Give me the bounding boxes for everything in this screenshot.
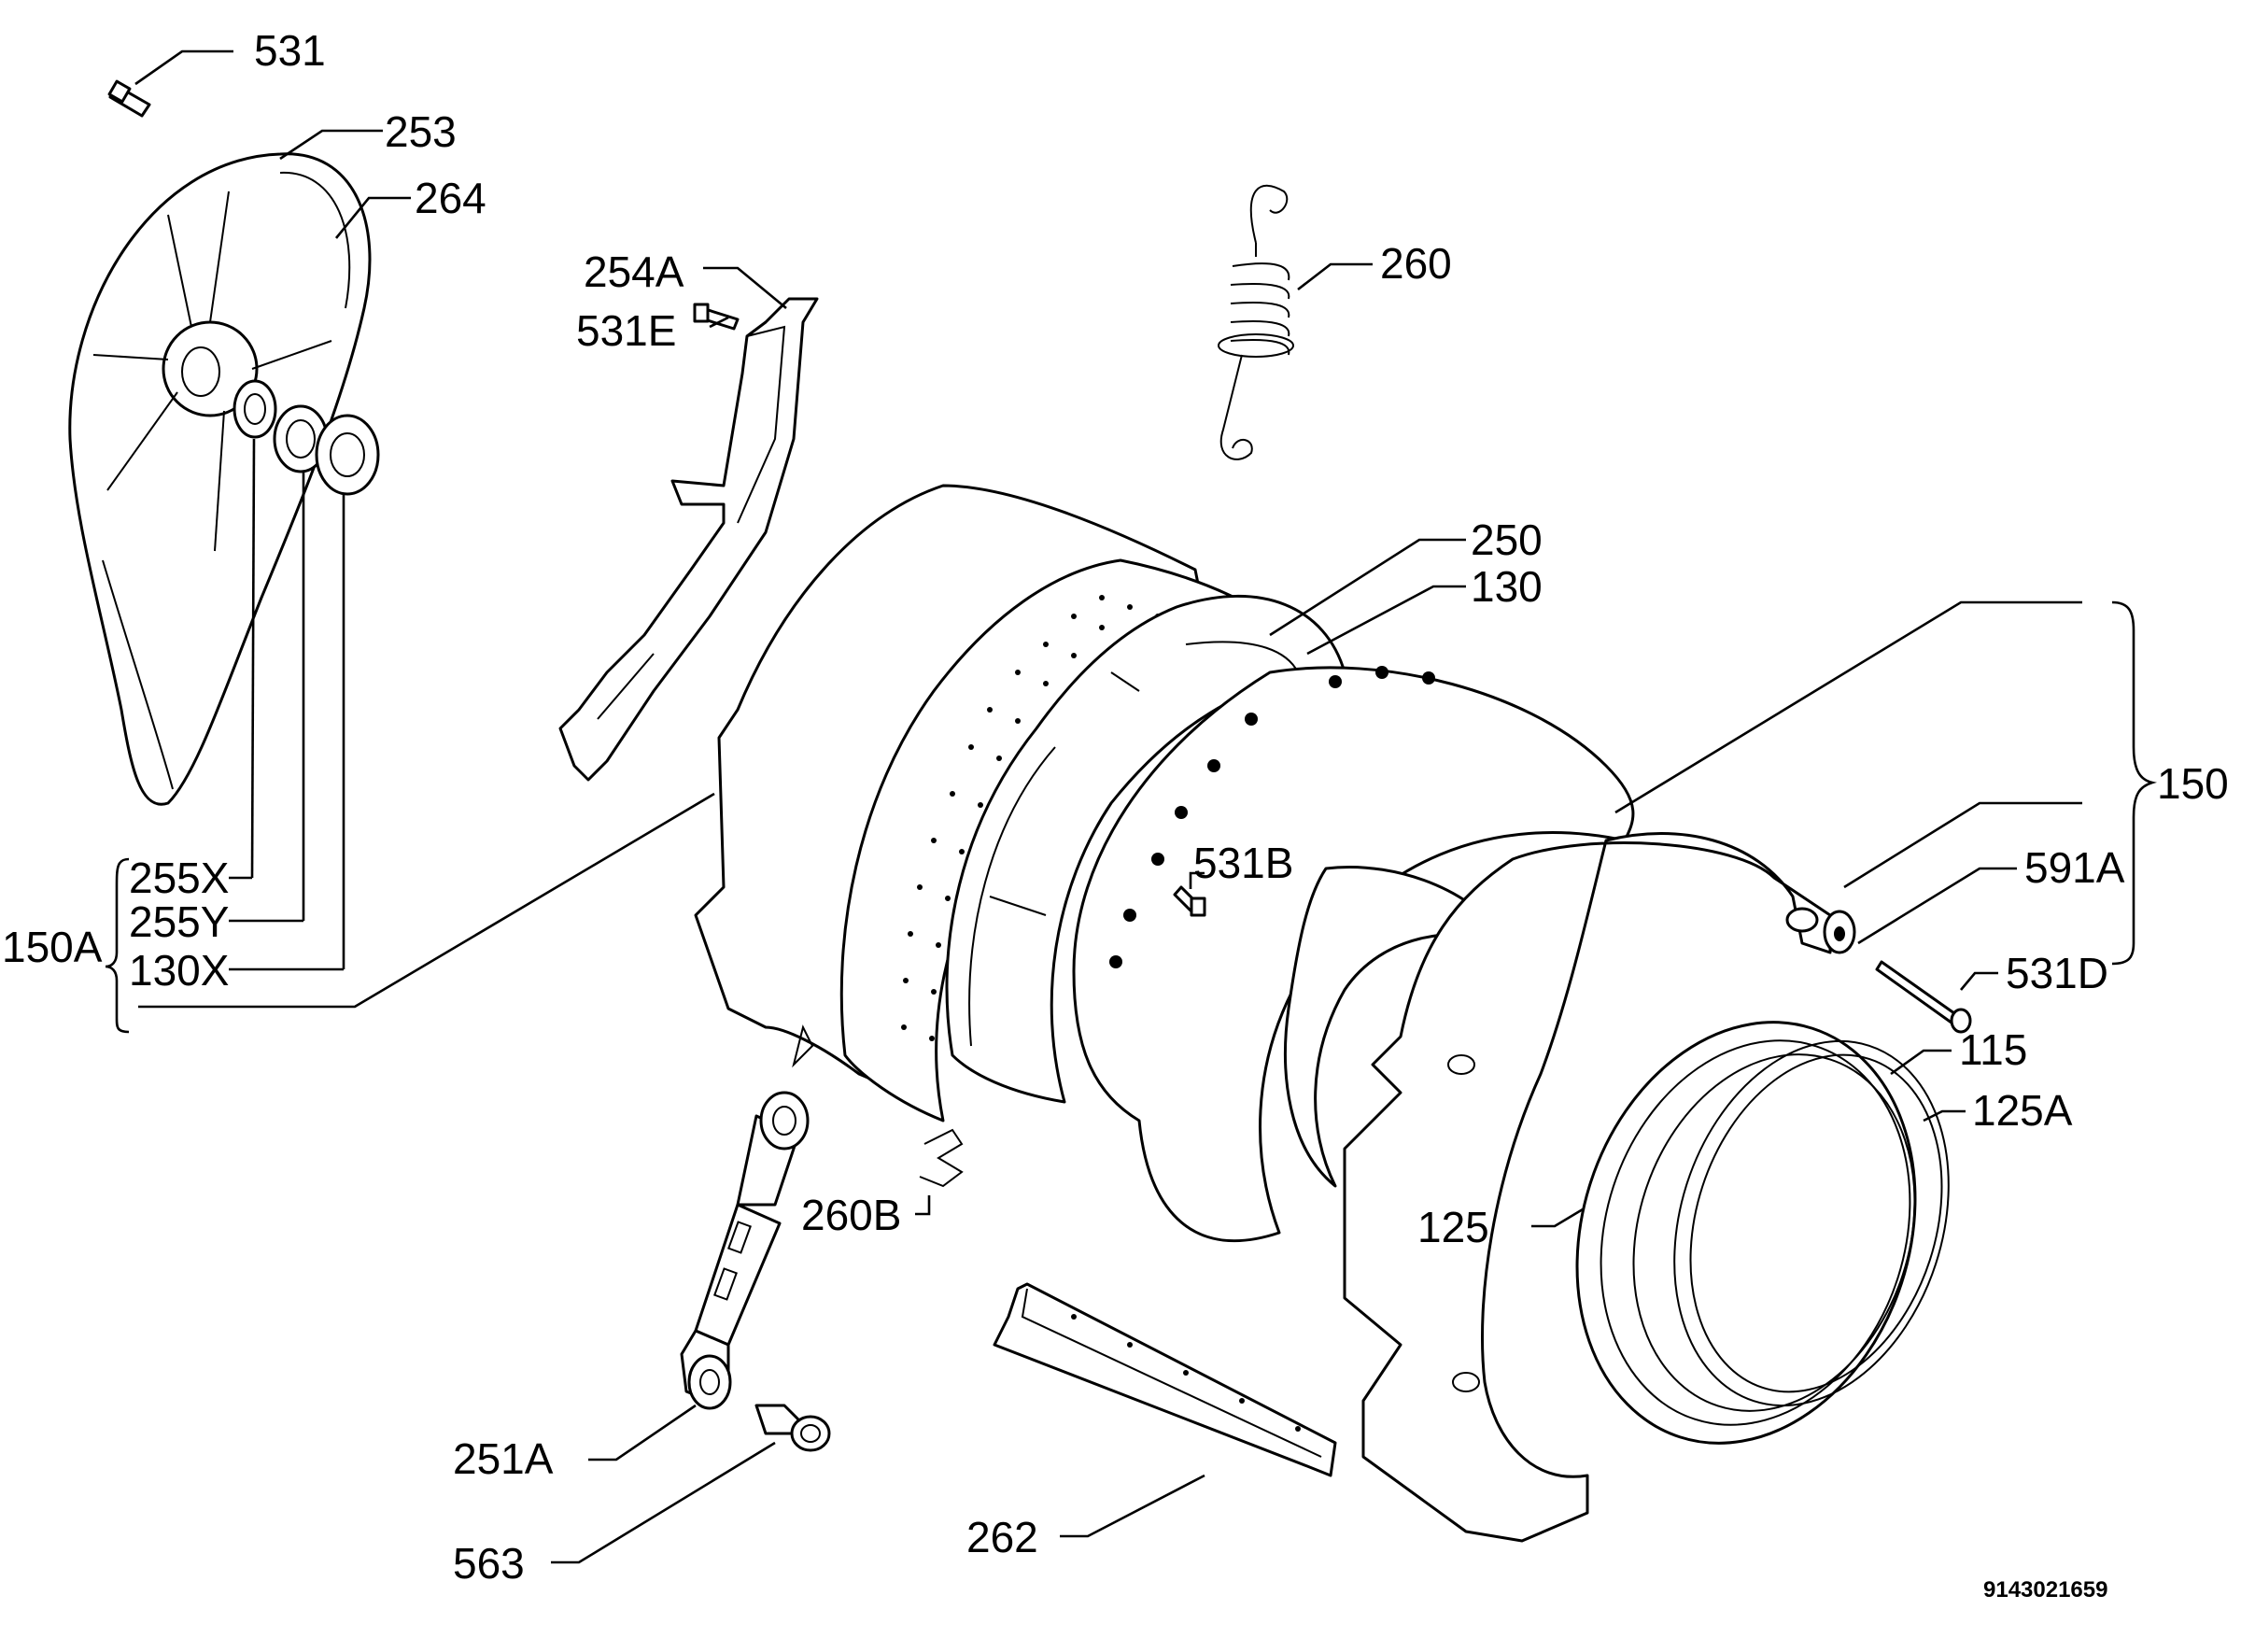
front-cradle-part [1343,832,1832,1543]
label-125: 125 [1417,1203,1489,1251]
label-260: 260 [1380,239,1452,288]
bolt-part-531D [1875,960,1972,1034]
label-253: 253 [385,107,457,156]
screw-part-531B [1173,885,1206,917]
label-150A: 150A [2,923,103,971]
label-591A: 591A [2024,843,2125,892]
shock-absorber-part-251A [680,1091,810,1410]
screw-part-531 [107,79,151,118]
label-255Y: 255Y [129,897,229,946]
drawing-code: 9143021659 [1983,1577,2107,1603]
label-115: 115 [1959,1025,2027,1074]
label-531B: 531B [1193,839,1293,887]
label-150: 150 [2157,759,2229,808]
label-262: 262 [966,1513,1038,1561]
label-531: 531 [254,26,326,75]
leader-lines [105,49,2157,1564]
washer-part-591A [1823,910,1856,954]
label-531E: 531E [576,306,676,355]
bearing-parts [233,379,380,496]
spring-part-260 [1218,184,1294,460]
label-125A: 125A [1972,1086,2073,1135]
label-130: 130 [1471,562,1543,611]
label-250: 250 [1471,515,1543,564]
part-labels: 531 253 264 254A 531E 260 250 130 150 53… [2,26,2229,1603]
label-254A: 254A [584,247,684,296]
weight-part-262 [993,1282,1337,1477]
label-251A: 251A [453,1434,554,1483]
label-563: 563 [453,1539,525,1588]
label-255X: 255X [129,854,229,902]
pin-part-563 [754,1404,831,1452]
tub-front-shell [1072,666,1635,1243]
pulley-part-253 [68,152,372,806]
seal-ring-part-125A [1673,1039,1950,1407]
screw-part-531E [693,303,740,331]
label-130X: 130X [129,946,229,995]
bracket-part-254A [558,297,819,782]
door-seal-part-115 [1575,1021,1917,1445]
label-264: 264 [415,174,486,222]
label-531D: 531D [2006,949,2108,997]
label-260B: 260B [801,1191,901,1239]
clip-part-260B [919,1128,964,1188]
tub-front-bolts [1109,666,1435,968]
